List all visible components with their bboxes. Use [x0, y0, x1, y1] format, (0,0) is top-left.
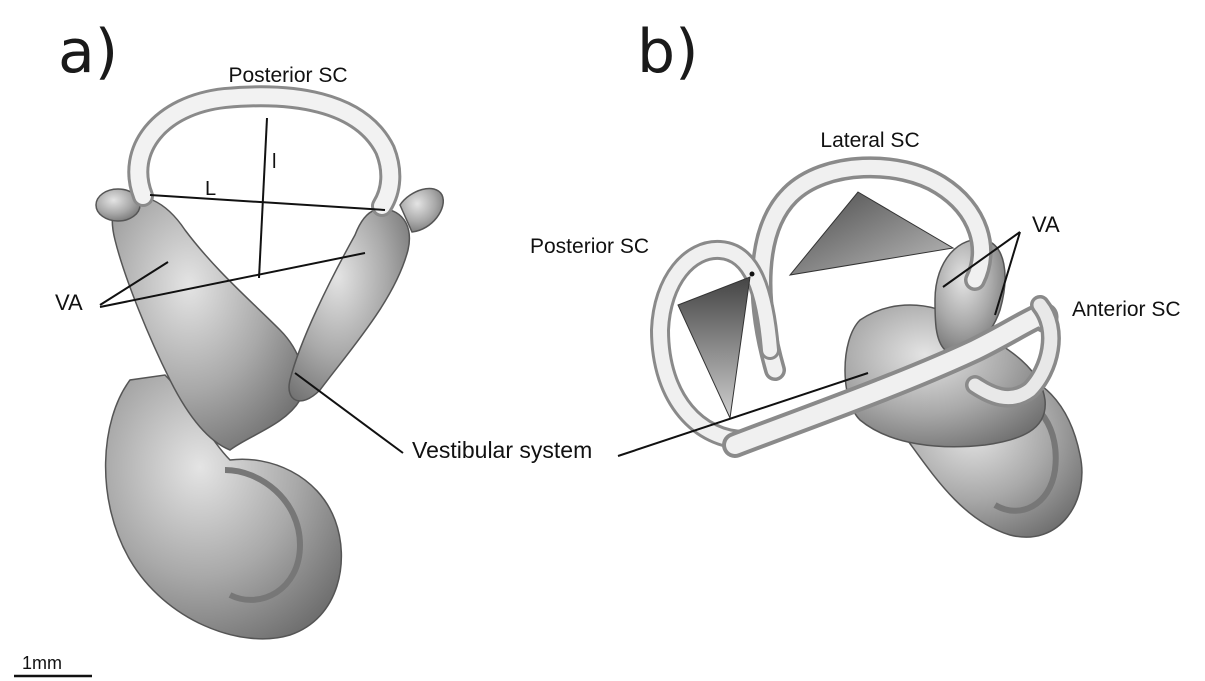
va-label-a: VA	[55, 290, 83, 315]
lateral-canal-triangle	[790, 192, 953, 275]
height-line	[259, 118, 267, 278]
vestibular-line-a	[295, 373, 403, 453]
panel-a-right-crus	[289, 209, 409, 401]
scale-bar-label: 1mm	[22, 653, 62, 673]
lateral-sc-label: Lateral SC	[820, 129, 919, 152]
panel-b: b) Lateral SC Posterior SC VA Anterior S…	[530, 17, 1181, 537]
height-mark: l	[272, 151, 276, 173]
posterior-sc-label-a: Posterior SC	[228, 64, 347, 87]
va-label-b: VA	[1032, 212, 1060, 237]
vestibular-label: Vestibular system	[412, 437, 592, 463]
scale-bar: 1mm	[14, 653, 92, 676]
posterior-sc-label-b: Posterior SC	[530, 235, 649, 258]
panel-a-letter: a)	[58, 17, 118, 87]
width-line	[150, 195, 385, 210]
posterior-canal-triangle	[678, 277, 750, 418]
panel-a: a) l L Posterior SC VA	[55, 17, 443, 639]
panel-b-letter: b)	[637, 17, 699, 87]
anterior-sc-label: Anterior SC	[1072, 298, 1181, 321]
width-mark: L	[205, 178, 216, 200]
